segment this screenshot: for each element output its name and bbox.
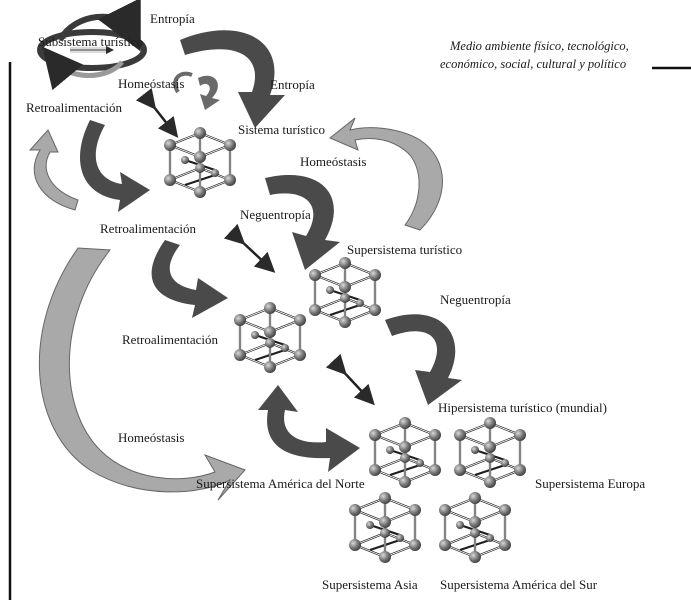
retro-top-arrow: [80, 120, 150, 212]
label-subsistema: Subsistema turístico: [38, 34, 143, 49]
label-homeostasis-left: Homeóstasis: [118, 430, 184, 445]
label-neguentropia-2: Neguentropía: [440, 292, 511, 307]
label-homeostasis-mid: Homeóstasis: [300, 154, 366, 169]
retro-top-small-arrow: [28, 129, 79, 211]
label-entropia-right: Entropía: [270, 77, 315, 92]
link-arrow-3: [325, 353, 375, 406]
lattice-eu: [452, 415, 528, 490]
label-asia: Supersistema Asia: [322, 577, 418, 592]
environment-note-line2: económico, social, cultural y político: [440, 57, 626, 71]
entropy-arrow: [180, 30, 285, 128]
lattice-asia: [347, 490, 423, 565]
neguentropia-2-arrow: [385, 314, 462, 405]
label-entropia-top: Entropía: [150, 11, 195, 26]
subsystem-cycle-icon: [37, 0, 147, 91]
link-arrow-2: [223, 223, 276, 273]
homeostasis-curl-icon: [198, 75, 220, 110]
lattice-sistema: [162, 125, 238, 200]
neguentropia-1-arrow: [265, 174, 340, 270]
lattice-sa: [437, 490, 513, 565]
label-america-norte: Supersistema América del Norte: [196, 476, 365, 491]
lattice-super-a: [307, 255, 383, 330]
homeostasis-top-arrow: [329, 117, 443, 231]
label-retro-top: Retroalimentación: [26, 100, 123, 115]
lattice-na: [367, 415, 443, 490]
homeostasis-left-arrow: [38, 247, 246, 501]
label-europa: Supersistema Europa: [535, 476, 645, 491]
label-america-sur: Supersistema América del Sur: [440, 577, 598, 592]
label-retro-low: Retroalimentación: [122, 332, 219, 347]
label-neguentropia-1: Neguentropía: [240, 207, 311, 222]
label-homeostasis-top: Homeóstasis: [118, 76, 184, 91]
label-supersistema: Supersistema turístico: [347, 242, 462, 257]
lattice-super-b: [232, 300, 308, 375]
label-sistema: Sistema turístico: [238, 122, 325, 137]
label-retro-mid: Retroalimentación: [100, 221, 197, 236]
retro-low-arrow: [258, 385, 360, 472]
link-arrow-1: [135, 87, 179, 138]
label-hipersistema: Hipersistema turístico (mundial): [438, 400, 607, 415]
retro-mid-arrow: [151, 240, 228, 318]
environment-note-line1: Medio ambiente físico, tecnológico,: [449, 39, 629, 53]
